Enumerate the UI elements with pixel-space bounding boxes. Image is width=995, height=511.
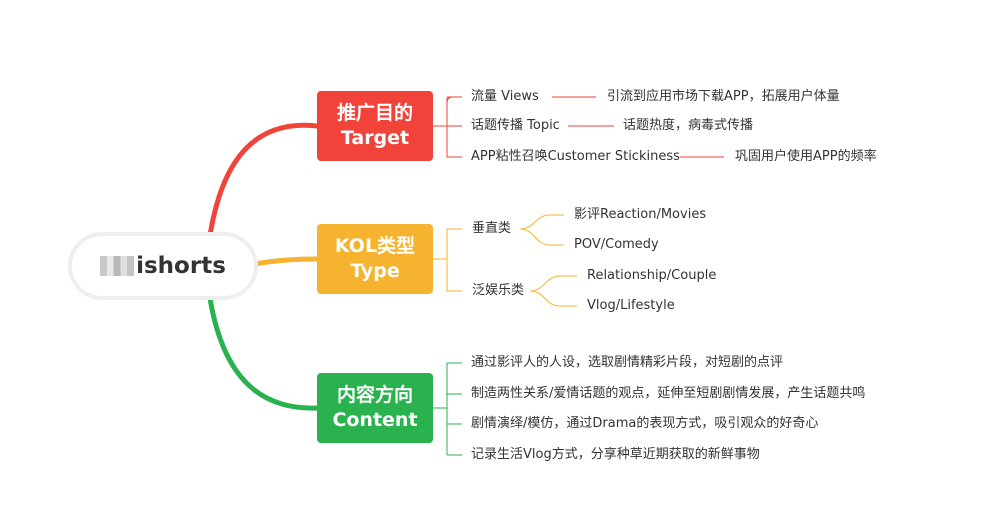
content-item-3[interactable]: 剧情演绎/模仿，通过Drama的表现方式，吸引观众的好奇心: [471, 416, 819, 431]
content-connectors: [433, 362, 462, 456]
type-item-pov[interactable]: POV/Comedy: [574, 237, 659, 252]
content-item-1[interactable]: 通过影评人的人设，选取剧情精彩片段，对短剧的点评: [471, 355, 784, 370]
node-target-title: 推广目的: [336, 102, 413, 124]
root-label: ishorts: [136, 253, 226, 279]
type-group-entertainment[interactable]: 泛娱乐类: [472, 283, 525, 298]
node-content[interactable]: 内容方向 Content: [317, 373, 433, 443]
target-connectors: [433, 96, 724, 158]
target-item-views[interactable]: 流量 Views: [471, 89, 539, 104]
type-item-relationship[interactable]: Relationship/Couple: [587, 268, 717, 283]
type-item-vlog[interactable]: Vlog/Lifestyle: [587, 298, 675, 313]
node-type-subtitle: Type: [350, 260, 400, 282]
node-content-title: 内容方向: [336, 384, 413, 406]
branch-type: [251, 256, 320, 267]
target-item-stickiness-detail[interactable]: 巩固用户使用APP的频率: [735, 149, 877, 164]
node-type[interactable]: KOL类型 Type: [317, 224, 433, 294]
target-item-topic-detail[interactable]: 话题热度，病毒式传播: [623, 118, 754, 133]
node-target[interactable]: 推广目的 Target: [317, 91, 433, 161]
root-node[interactable]: ishorts: [72, 236, 254, 296]
node-type-title: KOL类型: [334, 235, 416, 257]
target-item-topic[interactable]: 话题传播 Topic: [471, 118, 560, 133]
target-item-views-detail[interactable]: 引流到应用市场下载APP，拓展用户体量: [607, 89, 840, 104]
node-content-subtitle: Content: [332, 409, 418, 431]
type-group-vertical[interactable]: 垂直类: [472, 221, 512, 236]
content-item-4[interactable]: 记录生活Vlog方式，分享种草近期获取的新鲜事物: [471, 447, 760, 462]
type-connectors: [433, 214, 577, 307]
branch-target: [206, 122, 320, 245]
node-target-subtitle: Target: [340, 127, 410, 149]
content-item-2[interactable]: 制造两性关系/爱情话题的观点，延伸至短剧剧情发展，产生话题共鸣: [471, 386, 866, 401]
redacted-text-block: [100, 256, 135, 276]
target-item-stickiness[interactable]: APP粘性召唤Customer Stickiness: [471, 149, 680, 164]
type-item-reaction[interactable]: 影评Reaction/Movies: [574, 207, 707, 222]
branch-content: [206, 289, 320, 411]
